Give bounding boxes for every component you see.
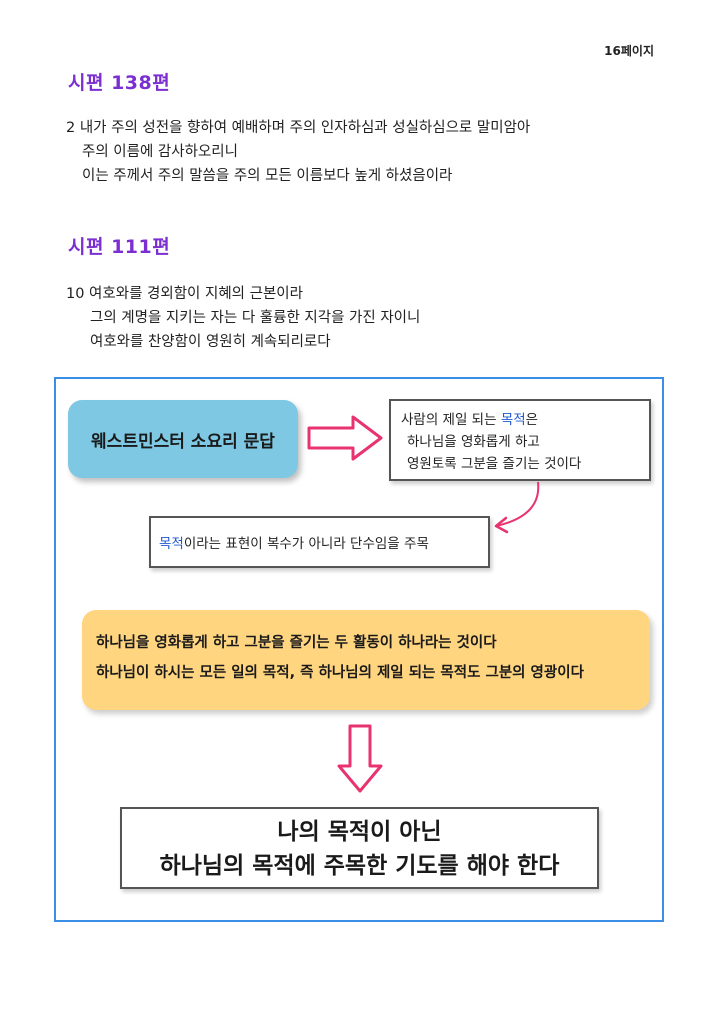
verse-line: 주의 이름에 감사하오리니 <box>82 144 238 160</box>
purpose-highlight: 목적 <box>500 412 526 428</box>
answer-line-1: 사람의 제일 되는 목적은 <box>401 409 639 431</box>
conclusion-box: 나의 목적이 아닌 하나님의 목적에 주목한 기도를 해야 한다 <box>120 807 599 889</box>
psalm-138-verse: 2 내가 주의 성전을 향하여 예배하며 주의 인자하심과 성실하심으로 말미암… <box>66 116 530 188</box>
verse-line: 여호와를 찬양함이 영원히 계속되리로다 <box>90 334 331 350</box>
westminster-catechism-label: 웨스트민스터 소요리 문답 <box>91 431 275 452</box>
diagram-frame <box>54 377 664 922</box>
summary-box: 하나님을 영화롭게 하고 그분을 즐기는 두 활동이 하나라는 것이다 하나님이… <box>82 610 650 710</box>
summary-line-1: 하나님을 영화롭게 하고 그분을 즐기는 두 활동이 하나라는 것이다 <box>96 635 497 651</box>
psalm-111-verse: 10 여호와를 경외함이 지혜의 근본이라 그의 계명을 지키는 자는 다 훌륭… <box>66 282 420 354</box>
answer-suffix: 은 <box>525 412 539 428</box>
verse-line: 이는 주께서 주의 말씀을 주의 모든 이름보다 높게 하셨음이라 <box>82 168 453 184</box>
summary-line-2: 하나님이 하시는 모든 일의 목적, 즉 하나님의 제일 되는 목적도 그분의 … <box>96 665 584 681</box>
psalm-111-title: 시편 111편 <box>68 236 171 258</box>
catechism-answer-box: 사람의 제일 되는 목적은 하나님을 영화롭게 하고 영원토록 그분을 즐기는 … <box>389 399 651 481</box>
right-arrow-icon <box>307 415 383 461</box>
verse-line: 10 여호와를 경외함이 지혜의 근본이라 <box>66 286 303 302</box>
answer-line-2: 하나님을 영화롭게 하고 <box>407 434 540 450</box>
westminster-catechism-box: 웨스트민스터 소요리 문답 <box>68 400 298 478</box>
verse-line: 2 내가 주의 성전을 향하여 예배하며 주의 인자하심과 성실하심으로 말미암… <box>66 120 531 136</box>
conclusion-line-1: 나의 목적이 아닌 <box>277 819 442 845</box>
purpose-highlight: 목적 <box>159 536 184 552</box>
page-number: 16페이지 <box>604 44 654 58</box>
verse-line: 그의 계명을 지키는 자는 다 훌륭한 지각을 가진 자이니 <box>90 310 421 326</box>
down-arrow-icon <box>337 724 383 793</box>
conclusion-line-2: 하나님의 목적에 주목한 기도를 해야 한다 <box>159 853 560 879</box>
answer-line-3: 영원토록 그분을 즐기는 것이다 <box>407 456 582 472</box>
curved-arrow-icon <box>494 481 540 534</box>
psalm-138-title: 시편 138편 <box>68 72 171 94</box>
singular-note-text: 이라는 표현이 복수가 아니라 단수임을 주목 <box>183 536 429 552</box>
answer-prefix: 사람의 제일 되는 <box>401 412 501 428</box>
